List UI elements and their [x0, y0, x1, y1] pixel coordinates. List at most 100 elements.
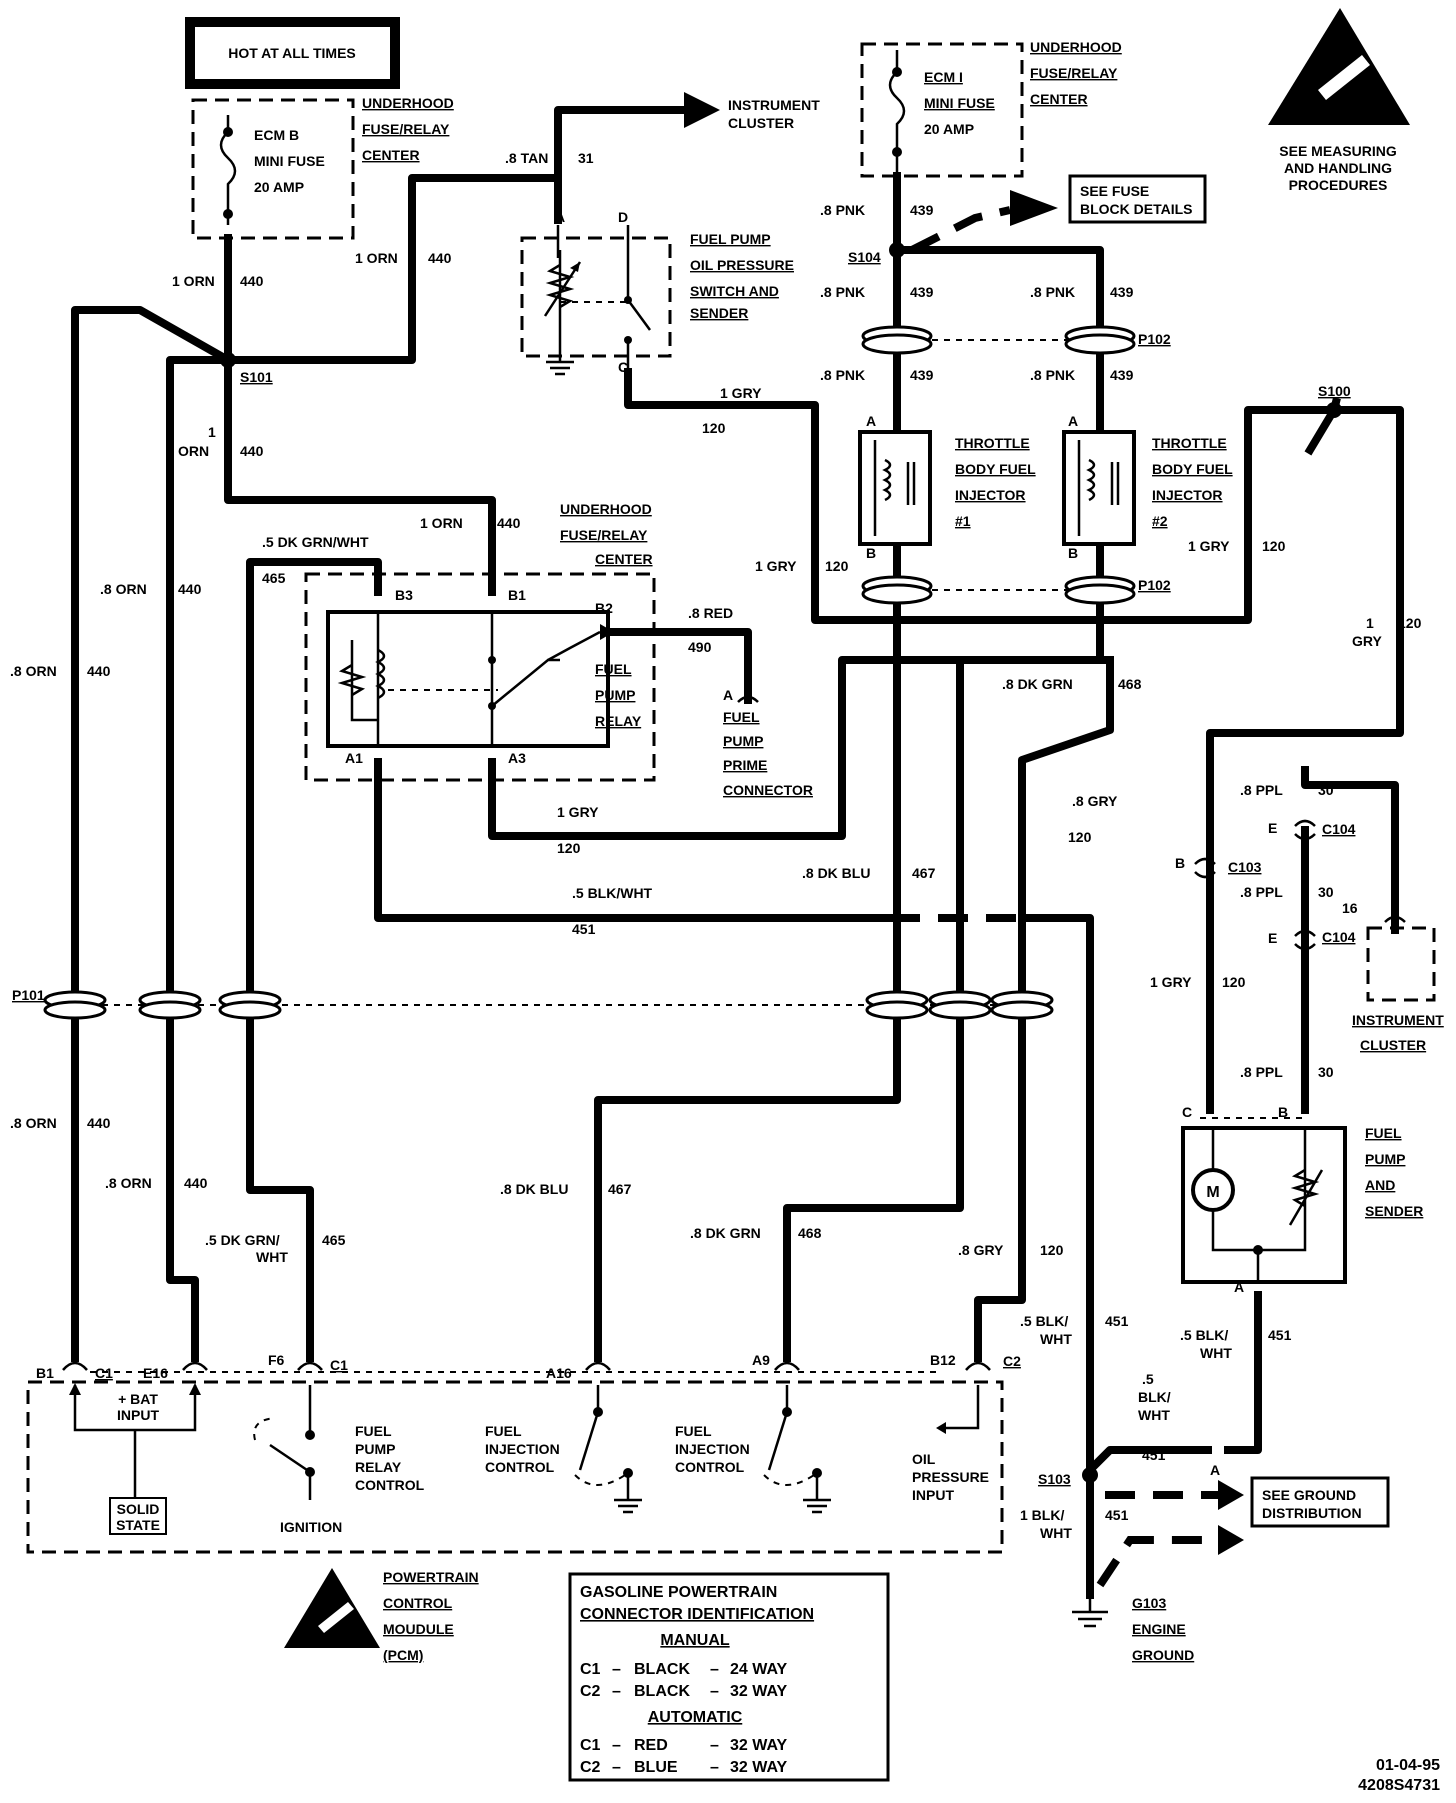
ecm-i-fuse: ECM I MINI FUSE 20 AMP UNDERHOOD FUSE/RE… [860, 39, 1122, 178]
svg-text:–: – [710, 1661, 719, 1678]
wire-label-36: 468 [1118, 676, 1142, 692]
oil-pressure-switch: FUEL PUMP OIL PRESSURE SWITCH AND SENDER [520, 225, 794, 376]
svg-text:–: – [612, 1661, 621, 1678]
fuse-center-label-1b: FUSE/RELAY [362, 121, 450, 137]
wire-label-43: 120 [557, 840, 581, 856]
wire-label-77: WHT [1138, 1407, 1170, 1423]
pin-label-19: A [1234, 1279, 1244, 1295]
pcm-module: + BAT INPUT SOLID STATE IGNITION FUEL PU… [26, 1353, 1021, 1554]
pin-label-13: B [1175, 855, 1185, 871]
wire-label-10: 120 [702, 420, 726, 436]
ecm-b-fuse: ECM B MINI FUSE 20 AMP UNDERHOOD FUSE/RE… [191, 95, 454, 240]
prime-line3: PRIME [723, 757, 767, 773]
wire-label-31: 1 GRY [755, 558, 797, 574]
ecm-i-rating: 20 AMP [924, 121, 974, 137]
wire-label-4: .8 TAN [505, 150, 548, 166]
bat-input-2: INPUT [117, 1407, 159, 1423]
pin-label-24: A16 [546, 1365, 572, 1381]
wire-label-69: .5 BLK/ [1020, 1313, 1068, 1329]
wire-label-67: .8 GRY [958, 1242, 1004, 1258]
engine-ground: G103 ENGINE GROUND [1072, 1595, 1194, 1663]
fuse-center-label-3c: CENTER [595, 551, 653, 567]
p101-pin-4 [865, 990, 929, 1020]
pin-label-8: B1 [508, 587, 526, 603]
wire-label-40: .8 GRY [1072, 793, 1118, 809]
injector2-line4: #2 [1152, 513, 1168, 529]
injector1-line3: INJECTOR [955, 487, 1026, 503]
ecm-i-name: ECM I [924, 69, 963, 85]
pump-line2: PUMP [1365, 1151, 1405, 1167]
wire-label-39: 120 [1398, 615, 1422, 631]
wire-label-52: 1 GRY [1150, 974, 1192, 990]
inj2-ctl-2: INJECTION [675, 1441, 750, 1457]
s104-label: S104 [848, 249, 881, 265]
c104-label-mid: C104 [1322, 929, 1356, 945]
footer-id: 4208S4731 [1358, 1777, 1440, 1794]
fuel-pump-prime-connector: FUEL PUMP PRIME CONNECTOR [723, 695, 813, 798]
c104-label-top: C104 [1322, 821, 1356, 837]
p101-pin-2 [138, 990, 202, 1020]
c103-c104-connectors: C103 C104 C104 [1194, 819, 1356, 951]
pcm-c1-b: C1 [330, 1357, 348, 1373]
wire-label-51: 30 [1318, 884, 1334, 900]
wire-label-13: .8 PNK [820, 284, 865, 300]
splice-s104 [889, 242, 905, 258]
wire-label-80: WHT [1040, 1525, 1072, 1541]
table-automatic: AUTOMATIC [648, 1709, 743, 1726]
wire-label-79: 1 BLK/ [1020, 1507, 1064, 1523]
svg-text:–: – [710, 1737, 719, 1754]
pin-label-20: A [1210, 1462, 1220, 1478]
wire-label-14: 439 [910, 284, 934, 300]
wire-label-25: .8 ORN [100, 581, 147, 597]
pin-label-18: B [1278, 1104, 1288, 1120]
wire-label-60: .5 DK GRN/ [205, 1232, 280, 1248]
wire-label-33: 1 GRY [1188, 538, 1230, 554]
relay-ctl-1: FUEL [355, 1423, 392, 1439]
see-ground-2: DISTRIBUTION [1262, 1505, 1362, 1521]
wire-label-22: 440 [497, 515, 521, 531]
pin-label-6: B [1068, 545, 1078, 561]
wire-label-6: 1 [208, 424, 216, 440]
pin-label-9: B2 [595, 600, 613, 616]
pcm-c2: C2 [1003, 1353, 1021, 1369]
pcm-c1-a: C1 [95, 1365, 113, 1381]
wire-label-50: .8 PPL [1240, 884, 1283, 900]
inj1-ctl-1: FUEL [485, 1423, 522, 1439]
wire-label-48: .8 PPL [1240, 782, 1283, 798]
wire-label-64: 467 [608, 1181, 632, 1197]
pin-label-12: A [723, 687, 733, 703]
wire-label-62: 465 [322, 1232, 346, 1248]
footer-date: 01-04-95 [1376, 1757, 1440, 1774]
fuel-pump-relay: FUEL PUMP RELAY UNDERHOOD FUSE/RELAY CEN… [304, 501, 656, 782]
wire-label-63: .8 DK BLU [500, 1181, 568, 1197]
see-fuse-label-2: BLOCK DETAILS [1080, 201, 1193, 217]
ecm-b-rating: 20 AMP [254, 179, 304, 195]
pin-label-15: E [1268, 930, 1277, 946]
p101-pin-6 [990, 990, 1054, 1020]
p102-connectors: P102 P102 [861, 325, 1171, 605]
wire-label-2: 1 ORN [355, 250, 398, 266]
wire-label-3: 440 [428, 250, 452, 266]
pcm-label-2: CONTROL [383, 1595, 453, 1611]
wire-label-34: 120 [1262, 538, 1286, 554]
wire-label-26: 440 [178, 581, 202, 597]
wire-label-68: 120 [1040, 1242, 1064, 1258]
pcm-esd-icon: POWERTRAIN CONTROL MOUDULE (PCM) [284, 1568, 479, 1663]
inj2-ctl-1: FUEL [675, 1423, 712, 1439]
wire-label-5: 31 [578, 150, 594, 166]
cluster-arrow-label-1: INSTRUMENT [728, 97, 820, 113]
wire-label-42: 1 GRY [557, 804, 599, 820]
wire-label-54: .8 PPL [1240, 1064, 1283, 1080]
table-auto-c1-conn: C1 [580, 1737, 601, 1754]
wire-label-45: 451 [572, 921, 596, 937]
pin-label-0: A [555, 209, 565, 225]
wire-label-16: 439 [1110, 284, 1134, 300]
ground-label-2: ENGINE [1132, 1621, 1186, 1637]
oil-switch-line2: OIL PRESSURE [690, 257, 794, 273]
pin-label-11: A3 [508, 750, 526, 766]
injector1-line4: #1 [955, 513, 971, 529]
wire-label-27: .8 ORN [10, 663, 57, 679]
see-ground-note: SEE GROUND DISTRIBUTION [1250, 1476, 1390, 1528]
